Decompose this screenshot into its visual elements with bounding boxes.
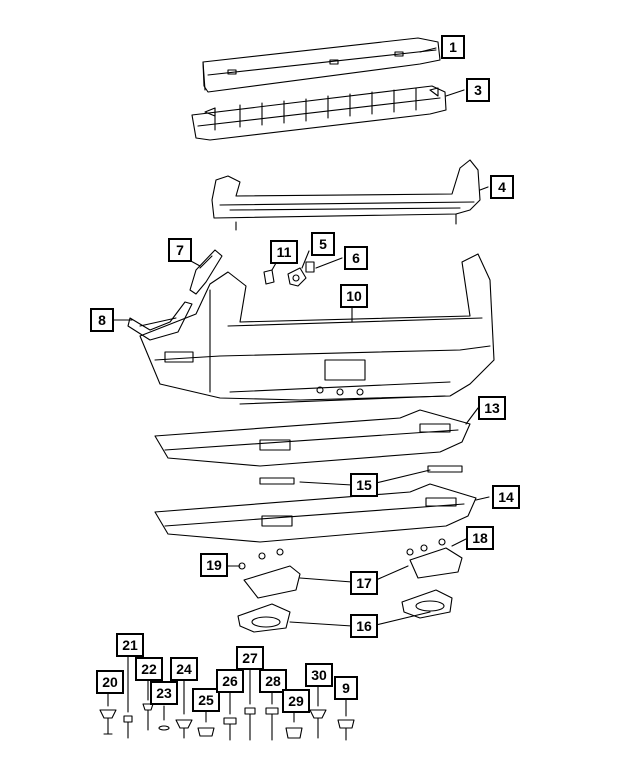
- callout-8: 8: [90, 308, 114, 332]
- callout-23: 23: [150, 681, 178, 705]
- callout-20: 20: [96, 670, 124, 694]
- part-3-energy-absorber: [191, 85, 447, 141]
- callout-30: 30: [305, 663, 333, 687]
- callout-25: 25: [192, 688, 220, 712]
- callout-11: 11: [270, 240, 298, 264]
- callout-1: 1: [441, 35, 465, 59]
- callout-7: 7: [168, 238, 192, 262]
- part-17-brackets: [243, 547, 463, 599]
- part-13-lower-valance: [154, 409, 471, 467]
- part-10-bumper-fascia: [139, 253, 495, 405]
- part-11-sensor: [263, 269, 275, 285]
- callout-29: 29: [282, 689, 310, 713]
- callout-22: 22: [135, 657, 163, 681]
- part-5-sensor-bracket: [287, 267, 307, 287]
- callout-4: 4: [490, 175, 514, 199]
- callout-10: 10: [340, 284, 368, 308]
- callout-18: 18: [466, 526, 494, 550]
- part-14-lower-valance: [154, 483, 477, 543]
- callout-27: 27: [236, 646, 264, 670]
- callout-14: 14: [492, 485, 520, 509]
- callout-15: 15: [350, 473, 378, 497]
- callout-13: 13: [478, 396, 506, 420]
- callout-26: 26: [216, 669, 244, 693]
- callout-16: 16: [350, 614, 378, 638]
- callout-19: 19: [200, 553, 228, 577]
- callout-3: 3: [466, 78, 490, 102]
- leader-lines: [113, 47, 490, 627]
- fasteners-row: [99, 652, 355, 741]
- part-7-bracket: [189, 249, 223, 295]
- callout-9: 9: [334, 676, 358, 700]
- callout-5: 5: [311, 232, 335, 256]
- callout-28: 28: [259, 669, 287, 693]
- callout-21: 21: [116, 633, 144, 657]
- part-4-fascia-support: [211, 159, 481, 231]
- callout-17: 17: [350, 571, 378, 595]
- part-1-reinforcement-bar: [202, 37, 441, 93]
- part-6-clip: [305, 261, 315, 273]
- callout-24: 24: [170, 657, 198, 681]
- part-18-19-nuts: [238, 538, 446, 570]
- part-15-reflectors: [259, 465, 463, 485]
- callout-6: 6: [344, 246, 368, 270]
- part-16-exhaust-tips: [237, 589, 453, 633]
- part-8-bracket: [127, 301, 193, 341]
